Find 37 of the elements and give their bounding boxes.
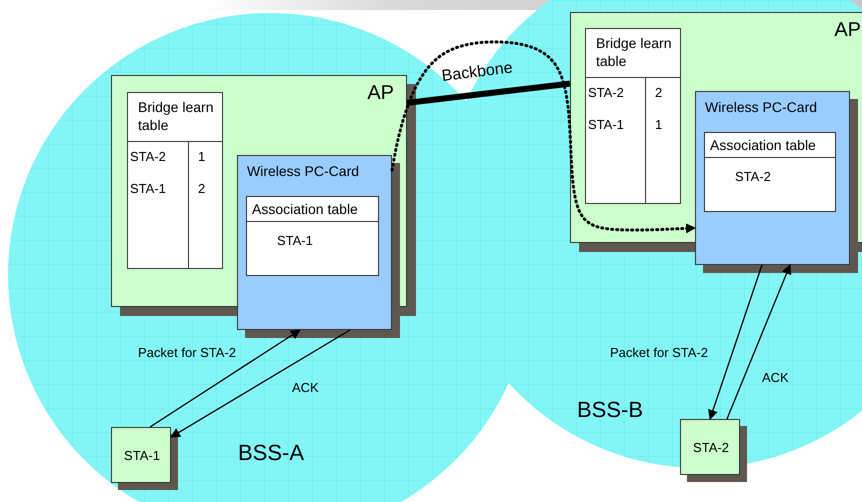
station-name: STA-2 <box>588 85 624 100</box>
arrow <box>708 264 763 420</box>
backbone-line <box>406 80 570 106</box>
card-title: Wireless PC-Card <box>247 163 360 179</box>
edge-label: Backbone <box>440 59 514 86</box>
edge-label: Packet for STA-2 <box>138 345 236 360</box>
edge-label: Packet for STA-2 <box>610 345 708 360</box>
station-name: STA-1 <box>588 117 624 132</box>
station-label: STA-1 <box>123 448 161 463</box>
association-table <box>704 132 836 212</box>
table-title: Association table <box>252 201 358 217</box>
card-title: Wireless PC-Card <box>705 99 818 115</box>
edge-label: ACK <box>292 380 319 395</box>
station-label: STA-2 <box>692 440 730 455</box>
table-title: Bridge learn table <box>596 34 672 70</box>
device-label: AP <box>367 82 394 105</box>
arrow <box>726 264 792 420</box>
port-number: 1 <box>198 149 206 164</box>
bridge-table <box>585 28 681 204</box>
arrow <box>150 329 301 428</box>
area-label: BSS-A <box>238 440 304 466</box>
table-title: Bridge learn table <box>138 98 214 134</box>
area-label: BSS-B <box>577 397 644 423</box>
arrow <box>170 329 350 438</box>
table-title: Association table <box>710 137 816 153</box>
dotted-arrow <box>390 40 696 234</box>
port-number: 2 <box>655 85 662 100</box>
station-name: STA-2 <box>130 149 166 164</box>
station-name: STA-1 <box>277 233 313 248</box>
bridge-table <box>127 92 223 269</box>
port-number: 2 <box>198 181 206 196</box>
station-name: STA-2 <box>735 169 771 184</box>
association-table <box>246 196 379 276</box>
port-number: 1 <box>655 117 662 132</box>
edge-label: ACK <box>762 370 789 385</box>
station-name: STA-1 <box>130 181 166 196</box>
device-label: AP <box>834 19 861 42</box>
